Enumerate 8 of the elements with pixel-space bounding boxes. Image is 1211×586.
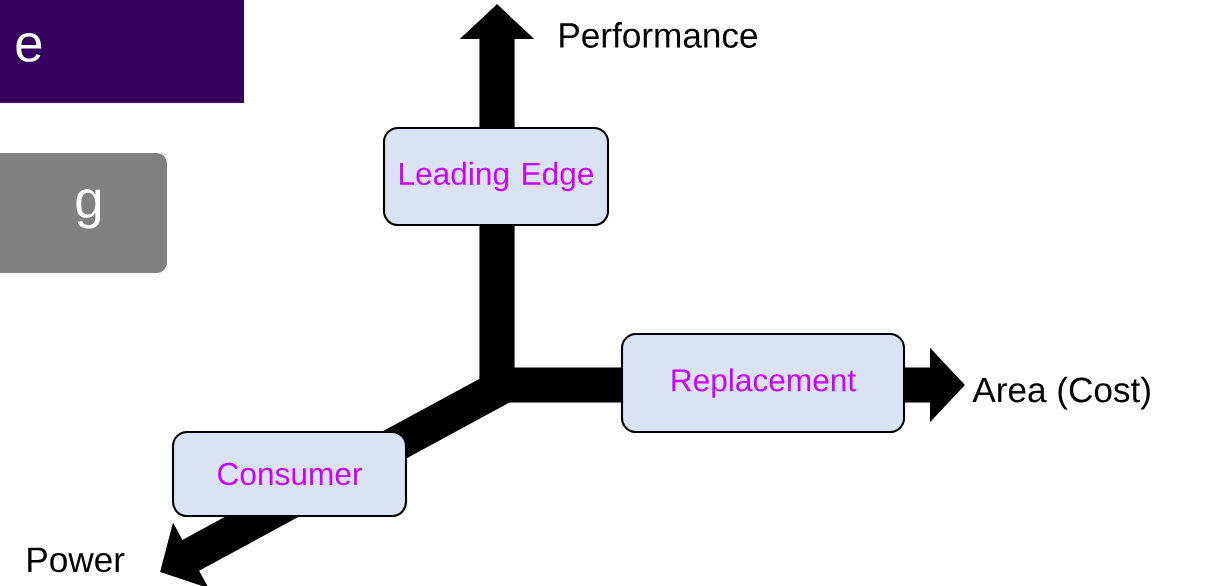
axis-label: Performance bbox=[560, 22, 757, 48]
axis-label: Power bbox=[28, 547, 125, 573]
section-tab: g bbox=[0, 153, 167, 273]
axis-label: Area (Cost) bbox=[972, 376, 1150, 410]
segment-box: Consumer bbox=[171, 430, 408, 518]
segment-box: Leading Edge bbox=[382, 126, 610, 227]
title-banner: e bbox=[0, 0, 244, 103]
segment-box: Replacement bbox=[620, 332, 906, 434]
